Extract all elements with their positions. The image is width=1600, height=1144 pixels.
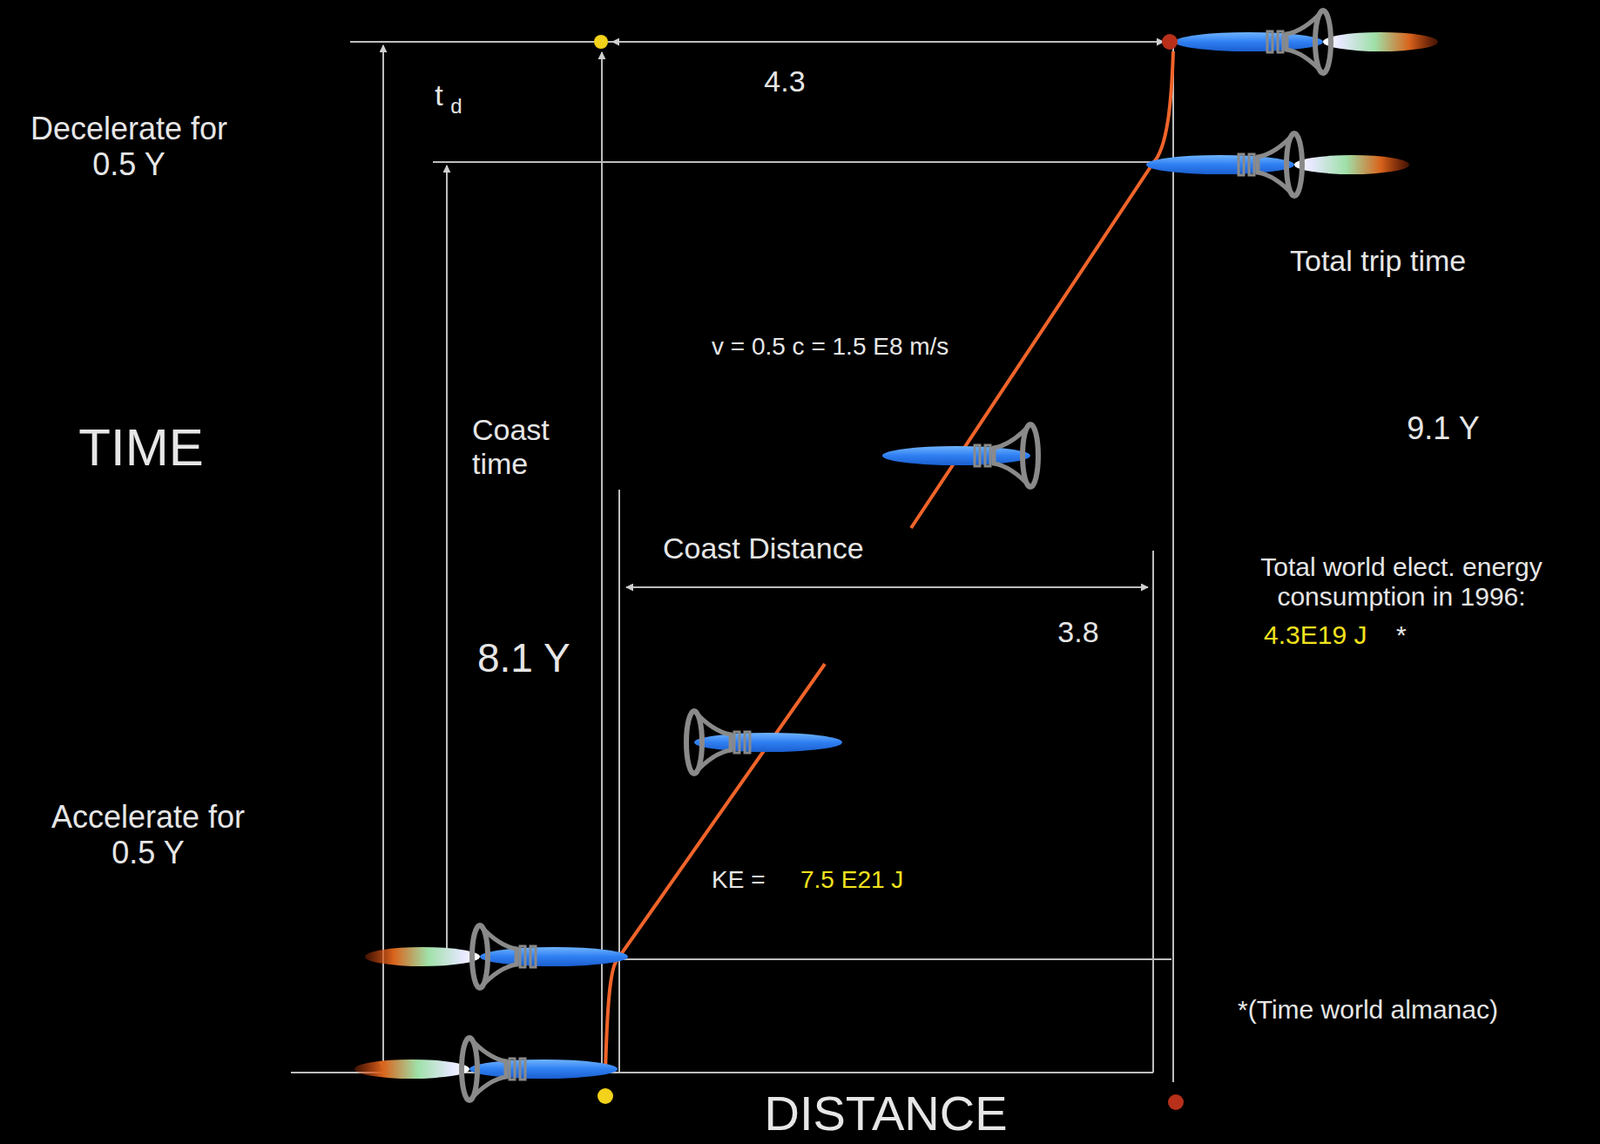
- note: Total world elect. energy consumption in…: [1207, 552, 1596, 613]
- coast-distance-arrow: [626, 586, 1148, 588]
- ship-accel-end: [364, 924, 628, 988]
- footnote-mark: *: [1393, 620, 1410, 651]
- distance-value: 4.3: [761, 64, 808, 99]
- distance-arrow: [612, 40, 1164, 43]
- grid-lines: [290, 41, 1174, 1082]
- ship-arrival: [1174, 10, 1438, 74]
- axis-title: DISTANCE: [762, 1085, 1011, 1141]
- coast-end-line: [1152, 550, 1155, 1073]
- star-dot: [1161, 33, 1178, 50]
- rocket-ship: [472, 924, 628, 988]
- dimension-value: 8.1 Y: [474, 634, 574, 682]
- rocket-ship: [882, 424, 1039, 487]
- time-symbol: t: [432, 78, 446, 113]
- coast-time-arrow: [445, 165, 448, 956]
- sun-dot: [597, 1087, 614, 1104]
- rocket-ship: [1174, 10, 1331, 74]
- rocket-ship: [686, 710, 843, 774]
- phase-note: Accelerate for 0.5 Y: [31, 798, 265, 871]
- footnote: *(Time world almanac): [1235, 994, 1501, 1026]
- energy-label: KE =: [708, 865, 768, 894]
- ship-coast-flipped: [882, 424, 1039, 487]
- top-line: [350, 40, 1172, 43]
- ship-decel: [1146, 133, 1410, 196]
- velocity-label: v = 0.5 c = 1.5 E8 m/s: [708, 332, 952, 361]
- destination-line: [1172, 41, 1175, 1082]
- energy-value: 4.3E19 J: [1261, 620, 1370, 651]
- dimension-label: Coast time: [469, 412, 588, 481]
- phase-note: Decelerate for 0.5 Y: [12, 110, 246, 183]
- decel-start-line: [432, 161, 1154, 163]
- dimension-label: Coast Distance: [660, 531, 867, 566]
- coast-start-vertical: [618, 489, 621, 1073]
- rocket-ship: [1146, 133, 1303, 196]
- sun-dot: [594, 34, 608, 49]
- trajectory: [605, 51, 1174, 1073]
- exhaust-plume: [354, 1059, 470, 1079]
- ship-start: [354, 1037, 618, 1101]
- rocket-ship: [461, 1037, 618, 1101]
- coast-start-line: [617, 958, 1172, 960]
- exhaust-plume: [364, 946, 480, 966]
- total-time-arrow: [382, 45, 385, 1069]
- energy-value: 7.5 E21 J: [797, 865, 906, 894]
- dimension-value: 3.8: [1054, 614, 1101, 649]
- exhaust-plume: [1294, 155, 1410, 175]
- ship-coast: [686, 710, 843, 774]
- axis-title: TIME: [75, 417, 206, 478]
- star-dot: [1167, 1093, 1184, 1110]
- heading: Total trip time: [1287, 243, 1469, 278]
- subscript: d: [447, 94, 465, 119]
- dimension-value: 9.1 Y: [1404, 410, 1482, 446]
- origin-worldline: [600, 52, 603, 1073]
- exhaust-plume: [1323, 32, 1438, 52]
